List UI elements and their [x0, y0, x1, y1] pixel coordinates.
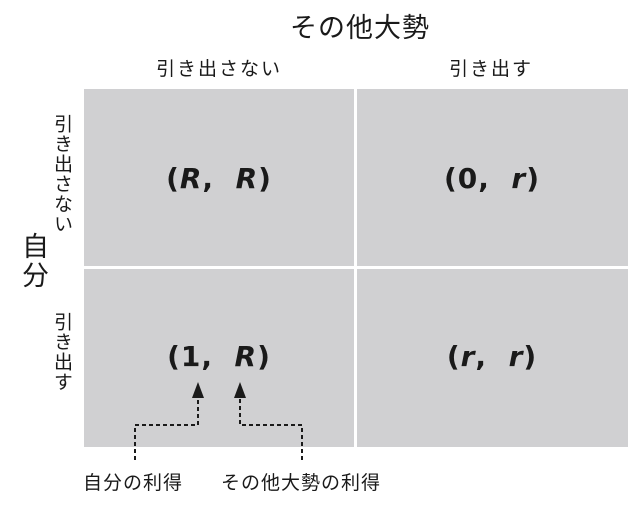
comma: , — [202, 162, 215, 195]
payoff-self: 0 — [457, 162, 479, 195]
cell-top-left: (R, R) — [84, 162, 354, 195]
comma: , — [201, 340, 214, 373]
cell-top-right: (0, r) — [356, 162, 628, 195]
comma: , — [475, 340, 488, 373]
column-label-not-withdraw: 引き出さない — [155, 58, 282, 80]
row-label-withdraw: 引き出す — [51, 312, 73, 392]
self-payoff-arrowhead — [192, 382, 204, 398]
payoff-self: R — [179, 162, 203, 195]
horizontal-divider — [84, 266, 628, 269]
cell-bottom-left: (1, R) — [84, 340, 354, 373]
side-title: 自分 — [17, 232, 48, 290]
payoff-self: 1 — [180, 340, 202, 373]
self-payoff-arrow-line — [134, 396, 199, 460]
payoff-others: r — [511, 162, 527, 195]
paren-open: ( — [166, 162, 180, 195]
cell-bottom-right: (r, r) — [356, 340, 628, 373]
payoff-self: r — [460, 340, 476, 373]
top-title: その他大勢 — [290, 13, 430, 44]
paren-close: ) — [526, 162, 541, 195]
paren-close: ) — [523, 340, 538, 373]
self-payoff-label: 自分の利得 — [83, 472, 184, 494]
others-payoff-arrowhead — [234, 382, 246, 398]
column-label-withdraw: 引き出す — [448, 58, 533, 80]
paren-open: ( — [167, 340, 181, 373]
others-payoff-label: その他大勢の利得 — [221, 472, 382, 494]
paren-open: ( — [443, 162, 458, 195]
paren-close: ) — [257, 340, 271, 373]
comma: , — [478, 162, 490, 195]
payoff-matrix — [84, 89, 628, 447]
payoff-others: R — [235, 162, 259, 195]
others-payoff-arrow-line — [239, 396, 303, 460]
payoff-others: r — [508, 340, 524, 373]
payoff-others: R — [234, 340, 258, 373]
paren-close: ) — [258, 162, 272, 195]
paren-open: ( — [446, 340, 461, 373]
row-label-not-withdraw: 引き出さない — [51, 114, 73, 234]
